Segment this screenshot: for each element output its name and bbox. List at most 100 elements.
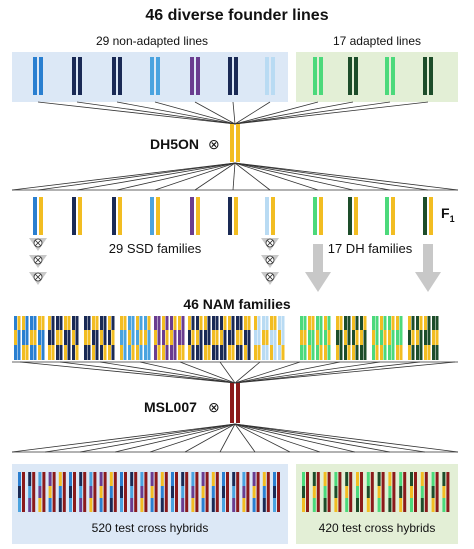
nam-chromosome-segment xyxy=(56,316,59,330)
nam-chromosome-segment xyxy=(59,330,63,345)
hybrid-chromosome-segment xyxy=(312,498,316,512)
nam-chromosome-segment xyxy=(411,316,415,330)
nam-chromosome-segment xyxy=(419,345,423,360)
dh-arrow xyxy=(415,244,441,292)
nam-chromosome-segment xyxy=(254,316,257,330)
hybrid-chromosome-segment xyxy=(410,486,413,498)
nam-chromosome-segment xyxy=(178,345,181,360)
nam-chromosome-segment xyxy=(17,316,21,330)
nam-chromosome-segment xyxy=(154,316,157,330)
hybrid-chromosome-segment xyxy=(377,498,381,512)
nam-chromosome-segment xyxy=(411,330,415,345)
f1-chromosome-tester xyxy=(271,197,275,235)
hybrid-chromosome-segment xyxy=(345,498,349,512)
nam-chromosome-segment xyxy=(75,330,79,345)
hybrids-left-panel xyxy=(12,464,288,544)
founder-chromosome xyxy=(156,57,160,95)
nam-chromosome-segment xyxy=(75,345,79,360)
founder-chromosome xyxy=(313,57,317,95)
hybrid-chromosome-segment xyxy=(58,486,62,498)
hybrid-chromosome-segment xyxy=(345,472,349,486)
hybrid-chromosome-segment xyxy=(273,486,276,498)
nam-chromosome-segment xyxy=(212,316,215,330)
dh-families-label: 17 DH families xyxy=(328,241,413,256)
nam-chromosome-segment xyxy=(278,330,281,345)
hybrid-chromosome-tester xyxy=(154,472,158,512)
hybrid-chromosome-tester xyxy=(266,472,270,512)
hybrid-chromosome-segment xyxy=(150,498,154,512)
nam-chromosome-segment xyxy=(281,330,285,345)
nam-chromosome-segment xyxy=(199,330,203,345)
hybrid-chromosome-segment xyxy=(302,498,305,512)
nam-chromosome-segment xyxy=(244,330,247,345)
nam-chromosome-segment xyxy=(14,316,17,330)
cross-line xyxy=(234,423,291,453)
nam-chromosome-segment xyxy=(154,330,157,345)
nam-chromosome-segment xyxy=(144,316,147,330)
nam-chromosome-segment xyxy=(14,330,17,345)
cross-line xyxy=(219,423,236,453)
f1-chromosome-tester xyxy=(391,197,395,235)
hybrid-chromosome-segment xyxy=(442,498,446,512)
nam-chromosome-segment xyxy=(391,316,395,330)
founder-chromosome xyxy=(348,57,352,95)
cross-line xyxy=(234,101,429,125)
nam-chromosome-segment xyxy=(257,316,261,330)
nam-chromosome-segment xyxy=(265,316,269,330)
hybrid-chromosome-segment xyxy=(442,472,446,486)
hybrid-chromosome-segment xyxy=(323,486,327,498)
nam-chromosome-segment xyxy=(363,316,367,330)
hybrid-chromosome-segment xyxy=(410,498,413,512)
f1-chromosome-founder xyxy=(190,197,194,235)
hybrid-chromosome-tester xyxy=(226,472,229,512)
hybrid-chromosome-segment xyxy=(160,486,164,498)
nam-chromosome-segment xyxy=(92,330,95,345)
nam-chromosome-segment xyxy=(207,345,211,360)
hybrid-chromosome-segment xyxy=(79,486,83,498)
self-cross-marker xyxy=(266,256,274,264)
nam-chromosome-segment xyxy=(262,316,265,330)
nam-chromosome-segment xyxy=(270,330,273,345)
cross-line xyxy=(116,162,236,191)
hybrid-chromosome-segment xyxy=(18,486,21,498)
nam-chromosome-segment xyxy=(308,345,311,360)
hybrid-chromosome-tester xyxy=(62,472,66,512)
nam-chromosome-segment xyxy=(380,316,383,330)
hybrid-chromosome-segment xyxy=(48,472,52,486)
nam-chromosome-segment xyxy=(347,345,351,360)
hybrid-chromosome-tester xyxy=(403,472,407,512)
nam-chromosome-segment xyxy=(408,330,411,345)
nam-chromosome-segment xyxy=(360,345,363,360)
hybrid-chromosome-segment xyxy=(420,486,424,498)
hybrid-chromosome-tester xyxy=(215,472,219,512)
founder-chromosome xyxy=(319,57,323,95)
nam-chromosome-segment xyxy=(273,345,277,360)
nam-chromosome-segment xyxy=(17,345,21,360)
nam-chromosome-segment xyxy=(188,345,191,360)
nam-chromosome-segment xyxy=(273,316,277,330)
nam-chromosome-segment xyxy=(257,330,261,345)
nam-family-chromosomes xyxy=(14,316,439,360)
nam-chromosome-segment xyxy=(363,345,367,360)
testcross-symbol: ⊗ xyxy=(208,399,220,415)
hybrid-chromosome-segment xyxy=(109,486,113,498)
hybrid-chromosome-segment xyxy=(130,486,134,498)
nam-chromosome-segment xyxy=(336,345,339,360)
hybrid-chromosome-tester xyxy=(256,472,260,512)
hybrid-chromosome-tester xyxy=(42,472,46,512)
cross-line xyxy=(154,101,236,125)
nam-chromosome-segment xyxy=(336,330,339,345)
hybrid-chromosome-segment xyxy=(312,486,316,498)
cross-line xyxy=(194,101,236,125)
hybrid-chromosome-segment xyxy=(48,486,52,498)
hybrid-chromosome-segment xyxy=(366,472,370,486)
hybrid-chromosome-segment xyxy=(399,486,403,498)
nam-chromosome-segment xyxy=(120,330,123,345)
nam-chromosome-segment xyxy=(30,345,33,360)
nam-chromosome-segment xyxy=(262,345,265,360)
nam-chromosome-segment xyxy=(372,316,375,330)
nam-chromosome-segment xyxy=(123,330,127,345)
nam-chromosome-segment xyxy=(396,330,399,345)
hybrid-chromosome-segment xyxy=(150,472,154,486)
hybrid-chromosome-tester xyxy=(435,472,439,512)
